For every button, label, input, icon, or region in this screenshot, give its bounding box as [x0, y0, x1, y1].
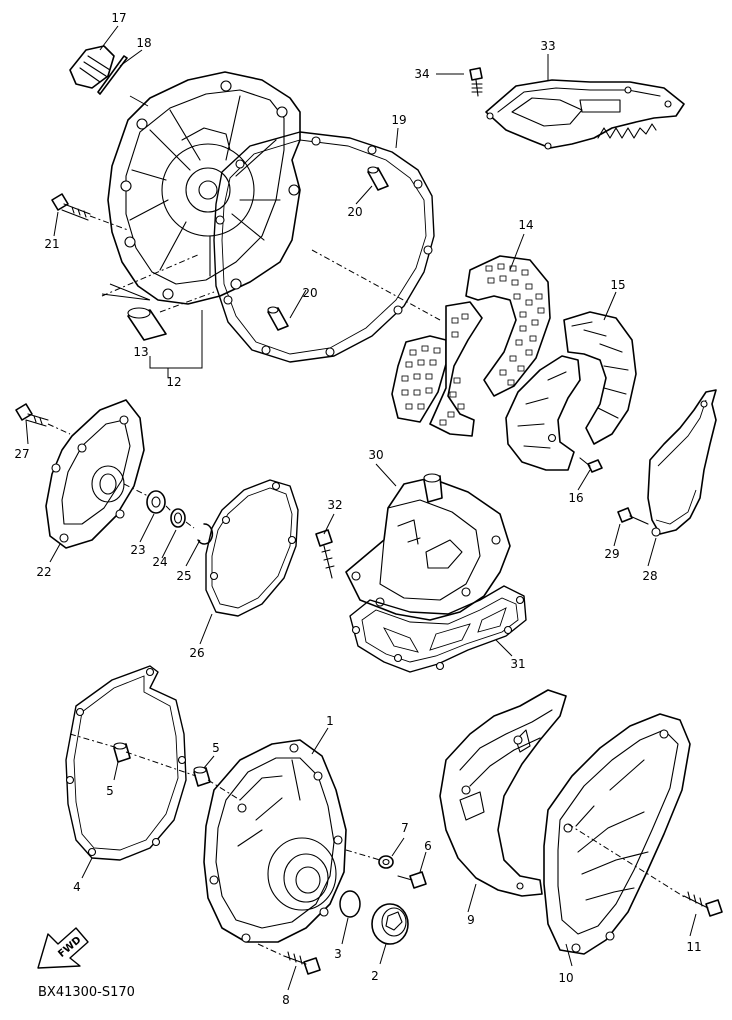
dowel-pin-5a — [113, 742, 131, 763]
callout-16: 16 — [568, 491, 583, 505]
callout-11: 11 — [686, 940, 701, 954]
callout-33: 33 — [540, 39, 555, 53]
callout-10: 10 — [558, 971, 573, 985]
callout-9: 9 — [467, 913, 475, 927]
sub-cover-30 — [345, 473, 511, 621]
collar-13 — [127, 307, 167, 341]
clutch-shield-14 — [391, 255, 551, 437]
callout-5b: 5 — [212, 741, 220, 755]
sprocket-cover-10 — [543, 713, 691, 955]
sprocket-cover-9 — [439, 689, 567, 897]
callout-23: 23 — [130, 543, 145, 557]
fwd-arrow-icon: FWD — [37, 927, 89, 969]
callout-4: 4 — [73, 880, 81, 894]
callout-26: 26 — [189, 646, 204, 660]
callout-7: 7 — [401, 821, 409, 835]
callout-6: 6 — [424, 839, 432, 853]
bolt-27 — [15, 403, 49, 427]
callout-5a: 5 — [106, 784, 114, 798]
sub-cover-gasket-31 — [349, 585, 527, 673]
callout-27: 27 — [14, 447, 29, 461]
callout-8: 8 — [282, 993, 290, 1007]
callout-14: 14 — [518, 218, 533, 232]
pump-cover-22 — [45, 399, 145, 549]
screw-29 — [617, 507, 649, 525]
callout-19: 19 — [391, 113, 406, 127]
seal-24 — [170, 508, 186, 528]
callout-34: 34 — [414, 67, 429, 81]
perforation-pattern — [401, 263, 545, 426]
callout-28: 28 — [642, 569, 657, 583]
washer-7 — [378, 855, 394, 869]
callout-18: 18 — [136, 36, 151, 50]
screw-16 — [579, 457, 603, 473]
callout-3: 3 — [334, 947, 342, 961]
pump-gasket-26 — [205, 479, 299, 617]
bolt-11 — [683, 891, 723, 917]
callout-leaders — [25, 25, 697, 991]
oil-filler-cap — [69, 45, 115, 89]
clutch-shield-15 — [505, 311, 637, 471]
callout-17: 17 — [111, 11, 126, 25]
bearing-23 — [146, 490, 166, 514]
bolt-6 — [397, 871, 427, 889]
callout-32: 32 — [327, 498, 342, 512]
callout-29: 29 — [604, 547, 619, 561]
clutch-cover-gasket — [213, 131, 435, 363]
callout-31: 31 — [510, 657, 525, 671]
o-ring-3 — [339, 890, 361, 918]
callout-13: 13 — [133, 345, 148, 359]
generator-gasket-4 — [65, 665, 187, 861]
callout-1: 1 — [326, 714, 334, 728]
clutch-cover — [107, 71, 301, 305]
bolt-32 — [315, 529, 335, 579]
circlip-25 — [197, 523, 214, 545]
callout-24: 24 — [152, 555, 167, 569]
dowel-pin-5b — [193, 766, 211, 787]
bolt-34 — [469, 67, 483, 97]
diagram-code: BX41300-S170 — [38, 985, 135, 1000]
callout-30: 30 — [368, 448, 383, 462]
callout-numbers: 17 18 19 20 20 21 13 12 14 15 16 33 34 2… — [14, 11, 701, 1007]
cover-bracket-33 — [485, 79, 685, 150]
side-plate-28 — [647, 389, 717, 537]
callout-20b: 20 — [302, 286, 317, 300]
dowel-pin-20b — [267, 306, 289, 331]
callout-22: 22 — [36, 565, 51, 579]
callout-2: 2 — [371, 969, 379, 983]
callout-25: 25 — [176, 569, 191, 583]
generator-cover-1 — [203, 739, 347, 943]
callout-20a: 20 — [347, 205, 362, 219]
plug-2 — [371, 903, 409, 945]
bolt-21 — [51, 193, 91, 221]
dowel-pin-20a — [367, 166, 389, 191]
callout-21: 21 — [44, 237, 59, 251]
bolt-8 — [283, 951, 321, 975]
o-ring-18 — [97, 55, 128, 95]
callout-12: 12 — [166, 375, 181, 389]
callout-15: 15 — [610, 278, 625, 292]
